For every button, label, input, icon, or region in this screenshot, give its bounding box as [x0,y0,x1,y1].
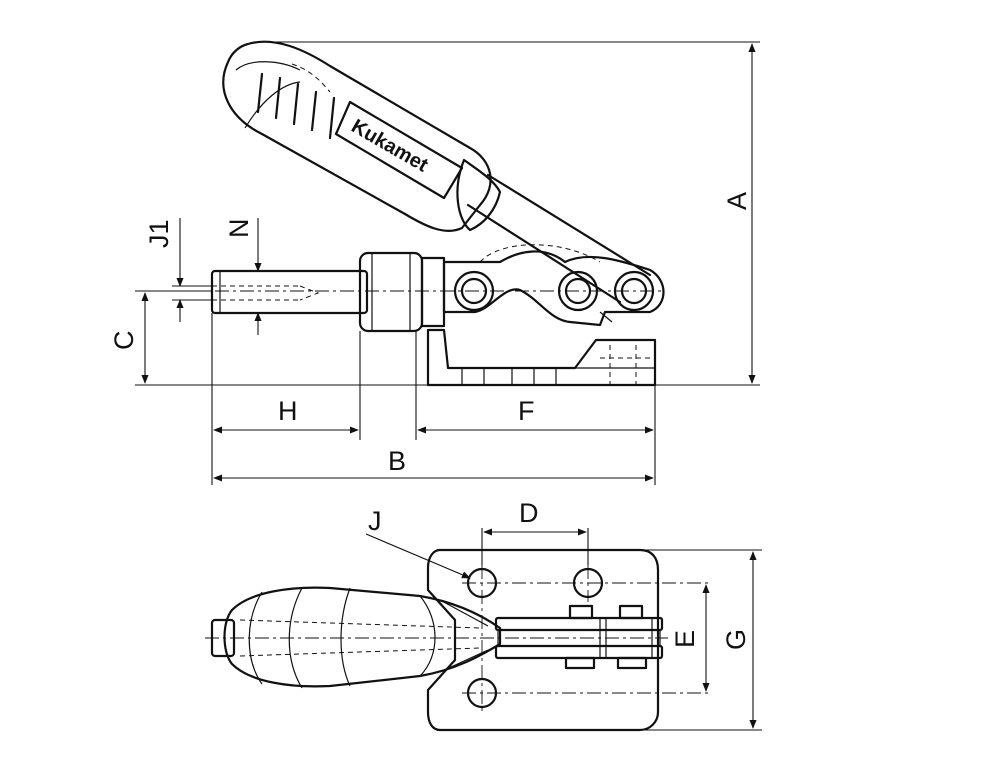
dimension-f-label: F [518,396,535,426]
dimension-d-label: D [519,498,539,528]
mounting-holes [462,565,710,712]
dimension-j-label: J [368,506,382,536]
top-base-plate [426,548,660,732]
dimension-g-label: G [721,629,751,650]
top-view-dimensions: D J E G [365,498,762,731]
dimension-j-leader [365,533,471,579]
top-handle [223,586,502,689]
side-view: Kukamet [140,40,665,387]
dimension-e-label: E [670,630,700,648]
top-view [205,548,710,732]
dimension-c-label: C [109,331,139,351]
guide-bushing [358,251,446,333]
dimension-j1-label: J1 [144,219,174,248]
plunger-rod [210,269,369,315]
dimension-b-label: B [388,446,406,476]
dimension-n-label: N [224,219,254,239]
handle-arm [456,158,652,304]
dimension-a-label: A [722,192,752,210]
dimension-h-label: H [278,396,298,426]
top-linkage [494,604,664,670]
linkage [442,244,665,327]
brand-logo: Kukamet [334,100,464,200]
side-view-dimensions: A C J1 N H F B [109,41,760,485]
handle-grip: Kukamet [222,40,492,232]
base-plate [426,328,657,387]
